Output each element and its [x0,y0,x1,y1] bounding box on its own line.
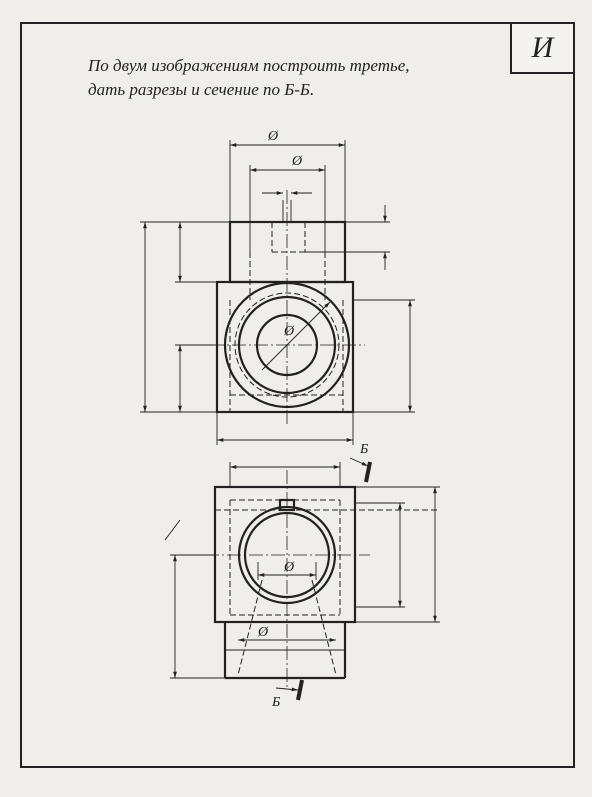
task-letter-box: И [510,22,575,74]
top-dimensions: Ø Ø [164,462,440,679]
instruction-line-1: По двум изображениям построить третье, [88,56,410,75]
section-label-top: Б [359,442,368,457]
drawing-frame [20,22,575,768]
section-mark-top: Б [349,442,372,483]
dim-tab-dia-label: Ø [257,625,269,640]
instruction-line-2: дать разрезы и сечение по Б-Б. [88,80,315,99]
top-view [205,470,440,690]
dim-inner-dia-label: Ø [291,154,303,169]
section-label-bottom: Б [271,695,280,710]
task-instruction: По двум изображениям построить третье, д… [88,54,508,102]
front-view: Ø [210,190,365,425]
front-circle-dia-label: Ø [283,324,295,339]
dim-top-dia-label: Ø [267,129,279,144]
section-mark-bottom: Б [271,679,304,710]
top-body-outline [213,485,357,624]
task-letter: И [531,31,554,64]
front-dimensions: Ø Ø [140,129,415,445]
dim-top-inner-dia-label: Ø [283,560,295,575]
